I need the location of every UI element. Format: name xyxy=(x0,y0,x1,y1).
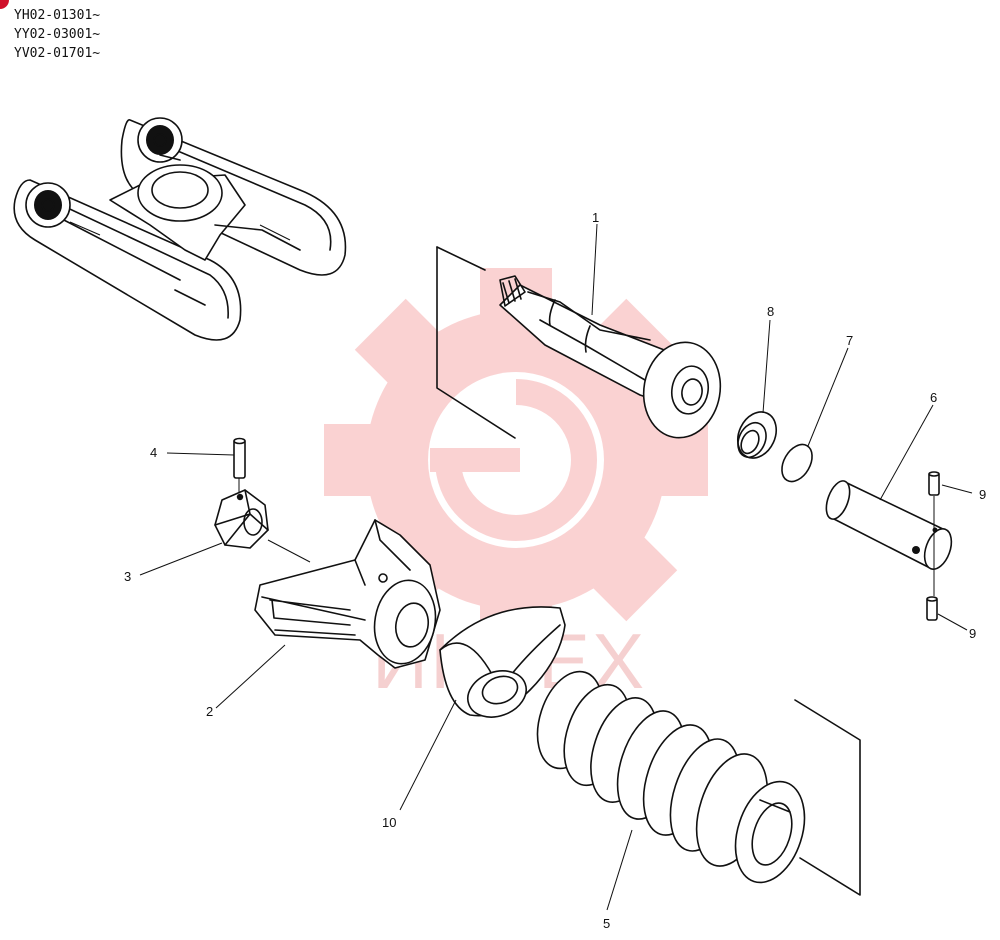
serial-number: YH02-01301~ xyxy=(14,8,101,23)
callout-1: 1 xyxy=(592,210,599,225)
callout-7: 7 xyxy=(846,333,853,348)
part-10-plate xyxy=(439,606,566,718)
part-8-collar xyxy=(736,411,778,459)
part-3-nut xyxy=(214,489,311,563)
callout-9-top: 9 xyxy=(979,487,986,502)
callout-3: 3 xyxy=(124,569,131,584)
serial-number-list: YH02-01301~ YY02-03001~ YV02-01701~ xyxy=(14,6,100,63)
callout-9-bottom: 9 xyxy=(969,626,976,641)
part-9-spring-pin-top xyxy=(928,471,940,496)
part-9-spring-pin-bottom xyxy=(926,596,938,621)
serial-number: YY02-03001~ xyxy=(14,27,101,42)
callout-6: 6 xyxy=(930,390,937,405)
callout-5: 5 xyxy=(603,916,610,931)
corner-badge xyxy=(0,0,9,9)
serial-number: YV02-01701~ xyxy=(14,46,101,61)
part-1-rod xyxy=(436,246,722,439)
part-7-snap-ring xyxy=(781,443,813,483)
part-2-yoke xyxy=(254,519,441,669)
callout-10: 10 xyxy=(382,815,396,830)
callout-2: 2 xyxy=(206,704,213,719)
part-6-pin xyxy=(825,480,953,570)
callout-8: 8 xyxy=(767,304,774,319)
callout-4: 4 xyxy=(150,445,157,460)
track-frame-overview xyxy=(13,117,347,341)
leader-lines xyxy=(139,223,973,911)
part-4-pin xyxy=(233,437,246,493)
part-5-coil-spring xyxy=(536,670,861,896)
